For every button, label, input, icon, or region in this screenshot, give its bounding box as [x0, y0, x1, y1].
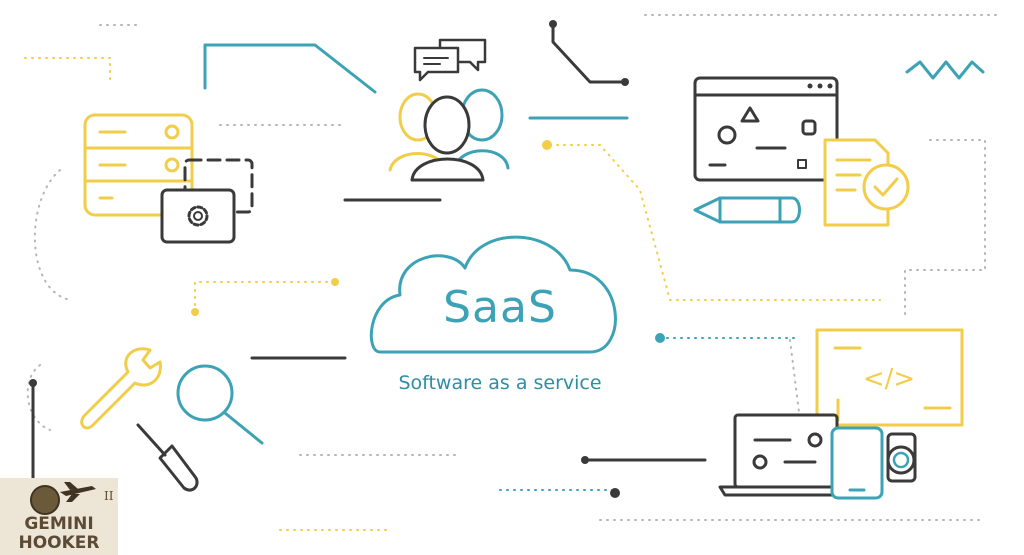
- pencil-icon: [693, 196, 801, 224]
- laptop-icon: [718, 413, 852, 497]
- server-stack-icon: [83, 113, 194, 217]
- browser-window-icon: [693, 76, 839, 182]
- diagram-title: SaaS: [443, 282, 557, 333]
- dotted-connectors: [26, 14, 1001, 521]
- gear-icon: [187, 205, 209, 227]
- cloud-icon: [369, 235, 617, 354]
- diagram-subtitle: Software as a service: [398, 372, 602, 394]
- settings-window-icon: [160, 158, 254, 244]
- logo-line-2: HOOKER: [18, 533, 100, 553]
- code-tag-label: </>: [863, 364, 915, 394]
- chat-bubbles-icon: [413, 38, 487, 82]
- connector-dots: [29, 20, 665, 498]
- wrench-icon: [80, 347, 162, 430]
- users-icon: [388, 88, 510, 182]
- teal-dotted-connectors: [499, 337, 801, 491]
- logo-line-1: GEMINI: [24, 514, 94, 534]
- brand-logo: II GEMINI HOOKER: [0, 478, 118, 555]
- logo-mark: II: [104, 489, 114, 503]
- yellow-dotted-connectors: [24, 57, 881, 531]
- globe-plane-icon: II: [30, 482, 114, 515]
- phone-icon: [830, 426, 884, 500]
- document-check-icon: [823, 138, 910, 227]
- magnifier-icon: [176, 364, 264, 445]
- screwdriver-icon: [136, 423, 199, 492]
- solid-lines: [31, 23, 985, 482]
- smartwatch-icon: [886, 432, 917, 483]
